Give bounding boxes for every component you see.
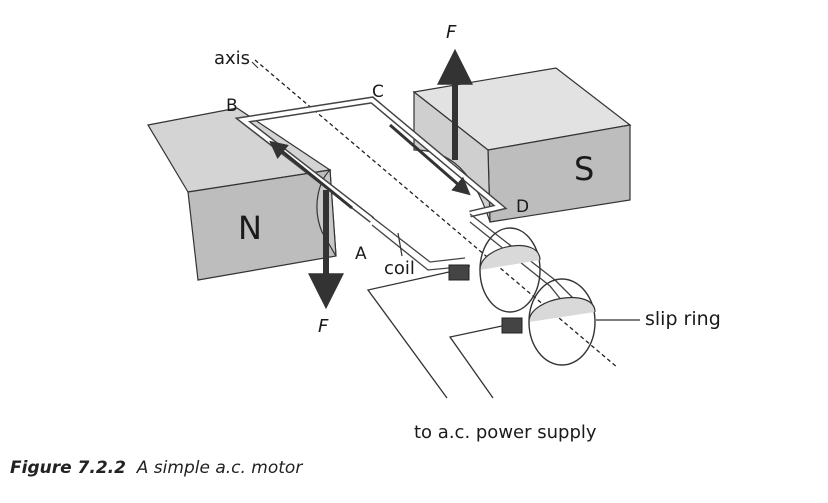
coil-label: coil [384,258,415,279]
corner-a-label: A [355,244,367,264]
axis-leader [251,61,259,69]
brush-1 [448,264,470,281]
north-magnet [147,107,337,281]
slip-ring-2 [528,278,596,366]
corner-c-label: C [372,82,384,102]
corner-d-label: D [516,197,530,217]
power-supply-label: to a.c. power supply [414,422,597,443]
slip-ring-1 [479,227,541,313]
slip-ring-label: slip ring [645,308,721,330]
axis-label: axis [214,48,251,69]
force-top-label: F [446,22,457,43]
current-arrow-right [389,123,471,196]
figure-title: A simple a.c. motor [136,458,303,478]
figure-caption: Figure 7.2.2 A simple a.c. motor [10,458,302,478]
coil-leader [397,232,403,257]
north-pole-label: N [238,209,262,247]
brush-2 [501,317,523,334]
south-pole-label: S [574,150,595,188]
corner-b-label: B [226,96,238,116]
supply-wires [366,271,503,399]
figure-number: Figure 7.2.2 [10,458,126,478]
force-bottom-label: F [318,316,329,337]
current-arrow-left [269,140,353,210]
